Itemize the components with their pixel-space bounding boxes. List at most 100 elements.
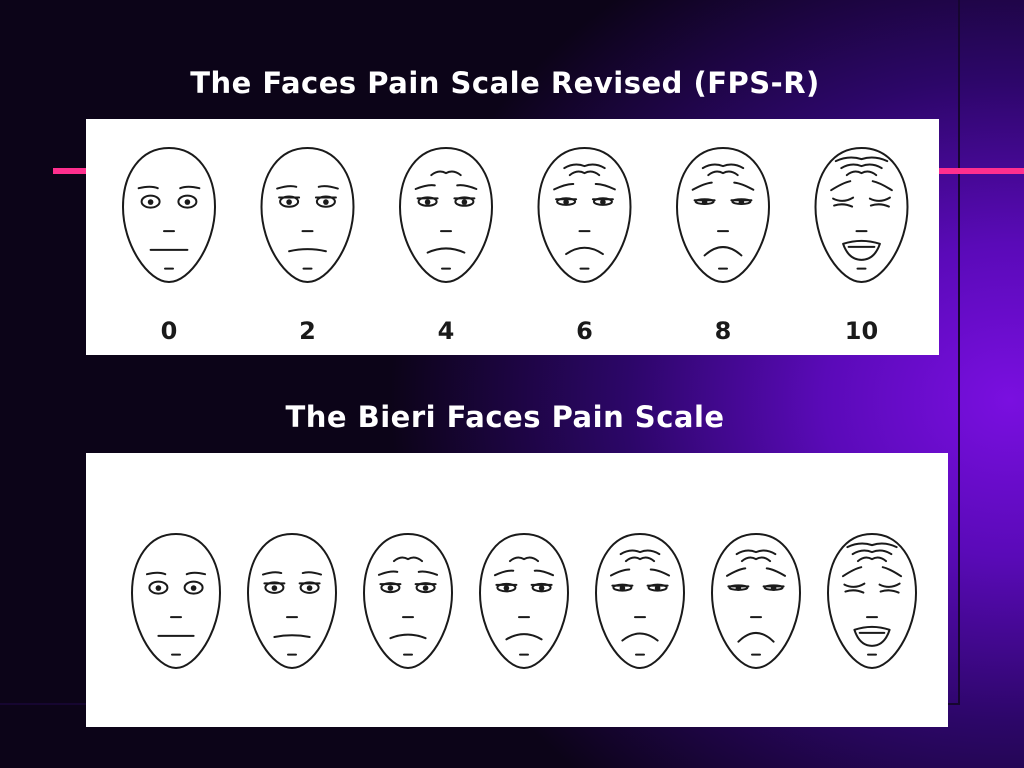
- eye-squeezed: [833, 203, 854, 208]
- pupil: [563, 199, 569, 205]
- eyebrow: [691, 181, 713, 191]
- bieri-face-3: [479, 533, 569, 669]
- eye: [417, 196, 438, 207]
- eyebrow: [553, 182, 575, 191]
- pupil: [306, 585, 313, 591]
- forehead-wrinkle: [568, 170, 601, 177]
- eye: [531, 582, 552, 593]
- mouth: [288, 248, 327, 253]
- pupil: [538, 585, 545, 591]
- pupil: [323, 199, 329, 205]
- forehead-wrinkle: [707, 170, 739, 177]
- pupil: [422, 585, 429, 591]
- pupil: [654, 585, 661, 591]
- eye: [496, 582, 517, 593]
- mouth: [565, 246, 604, 256]
- pupil: [503, 585, 510, 591]
- eyebrow: [301, 571, 323, 576]
- eyebrow: [830, 180, 852, 192]
- bieri-panel: [86, 453, 948, 727]
- bieri-face-2: [363, 533, 453, 669]
- face-outline: [479, 533, 569, 669]
- mouth-crying: [853, 625, 891, 647]
- eyebrow: [765, 567, 787, 577]
- mouth: [389, 633, 427, 640]
- eye: [140, 194, 161, 209]
- face-outline: [363, 533, 453, 669]
- mouth-crying: [842, 239, 881, 261]
- forehead-wrinkle: [856, 556, 888, 563]
- pupil: [147, 199, 154, 205]
- pupil: [190, 585, 197, 591]
- eyebrow: [881, 566, 903, 578]
- face-outline: [676, 147, 770, 283]
- bieri-face-0: [131, 533, 221, 669]
- eyebrow: [414, 184, 436, 190]
- forehead-wrinkle: [834, 156, 889, 163]
- pupil: [155, 585, 162, 591]
- pupil: [387, 585, 394, 591]
- eye: [299, 581, 320, 594]
- eye: [177, 194, 198, 209]
- eye: [380, 582, 401, 594]
- face-outline: [711, 533, 801, 669]
- eyebrow: [594, 182, 616, 191]
- bieri-face-4: [595, 533, 685, 669]
- forehead-wrinkle: [840, 163, 883, 170]
- forehead-wrinkle: [851, 549, 893, 556]
- pupil: [286, 199, 292, 205]
- forehead-wrinkle: [430, 170, 462, 177]
- face-outline: [827, 533, 917, 669]
- forehead-wrinkle: [701, 163, 745, 170]
- face-outline: [814, 147, 909, 283]
- forehead-wrinkle: [624, 556, 656, 563]
- bieri-face-1: [247, 533, 337, 669]
- eye: [415, 582, 436, 594]
- mouth: [273, 634, 311, 639]
- pupil: [424, 199, 431, 205]
- fps-r-score-label: 6: [576, 317, 593, 345]
- fps-r-face-3: [537, 147, 632, 283]
- pupil: [184, 199, 191, 205]
- fps-r-score-label: 2: [299, 317, 316, 345]
- pupil: [600, 199, 606, 205]
- face-outline: [399, 147, 493, 283]
- eyebrow: [533, 569, 555, 577]
- forehead-wrinkle: [846, 542, 898, 549]
- fps-r-score-label: 0: [161, 317, 178, 345]
- fps-r-score-label: 8: [715, 317, 732, 345]
- pupil: [619, 585, 626, 591]
- bieri-face-6: [827, 533, 917, 669]
- eyebrow: [185, 571, 207, 576]
- eyebrow: [417, 570, 439, 576]
- eyebrow: [609, 568, 631, 577]
- mouth: [505, 633, 543, 641]
- forehead-wrinkle: [735, 549, 777, 556]
- forehead-wrinkle: [845, 170, 878, 177]
- eyebrow: [377, 570, 399, 576]
- eyebrow: [456, 184, 478, 190]
- eye: [148, 580, 169, 595]
- eyebrow: [179, 185, 201, 190]
- fps-r-face-2: [399, 147, 493, 283]
- eyebrow: [841, 566, 863, 578]
- eyebrow: [649, 568, 671, 577]
- eye-squeezed: [844, 589, 865, 594]
- pupil: [461, 199, 468, 205]
- eye-squeezed: [869, 203, 890, 208]
- eyebrow: [733, 181, 755, 191]
- slide-edge-right: [958, 0, 960, 705]
- forehead-wrinkle: [508, 556, 540, 563]
- forehead-wrinkle: [740, 556, 772, 563]
- fps-r-face-4: [676, 147, 770, 283]
- eyebrow: [493, 569, 515, 577]
- forehead-wrinkle: [563, 163, 606, 170]
- eye: [454, 196, 475, 207]
- eye-squeezed: [868, 196, 891, 202]
- eye-squeezed: [832, 196, 855, 202]
- eyebrow: [276, 185, 298, 190]
- face-outline: [122, 147, 216, 283]
- eye: [264, 581, 285, 594]
